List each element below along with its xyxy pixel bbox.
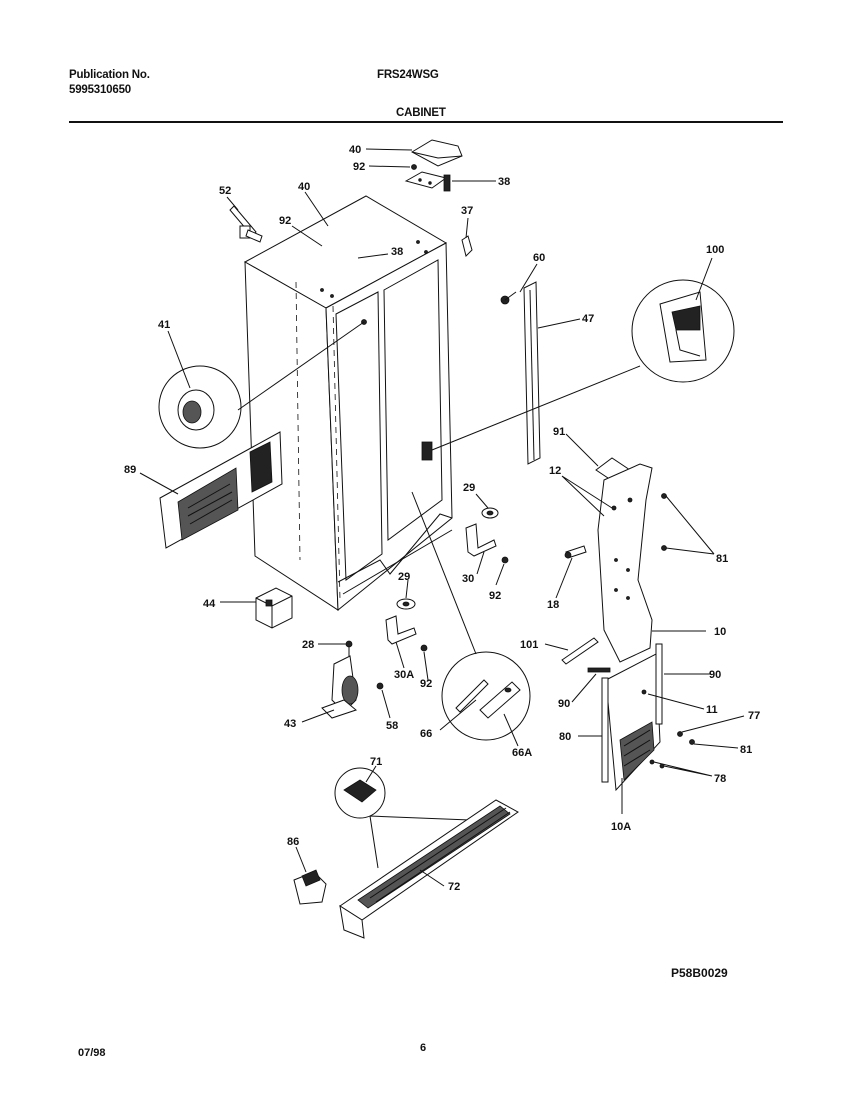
callout-91: 91 [553,426,565,438]
callout-90-left: 90 [558,698,570,710]
callout-12: 12 [549,465,561,477]
detail-circle-71 [334,767,471,869]
part-81-screw-lower [689,739,695,745]
callout-10: 10 [714,626,726,638]
part-29-washer-upper [481,507,499,519]
callout-66: 66 [420,728,432,740]
part-92-screw-right [501,556,509,564]
callout-29-upper: 29 [463,482,475,494]
part-52-screw [229,205,263,243]
callout-47: 47 [582,313,594,325]
part-47-rail [523,281,541,465]
part-101-rod [561,637,599,665]
publication-date: 07/98 [78,1047,106,1059]
part-80-strip-right [655,643,663,725]
part-80-strip-left [601,677,609,783]
part-60-screw [500,291,517,305]
callout-44: 44 [203,598,216,610]
part-30-hinge [465,523,497,557]
callout-72: 72 [448,881,460,893]
detail-circle-41 [158,321,365,449]
callout-40-upper: 40 [349,144,361,156]
publication-number: 5995310650 [69,84,131,96]
part-81-screws-upper [661,493,667,551]
detail-circle-66 [411,491,531,741]
callout-89: 89 [124,464,136,476]
part-72-grille [339,799,519,939]
callout-66a: 66A [512,747,532,759]
detail-circle-100 [431,279,735,451]
part-89-panel [159,431,283,549]
section-title: CABINET [396,107,446,119]
leader-lines [139,148,745,887]
part-77-screw [677,731,683,737]
callout-86: 86 [287,836,299,848]
part-86-bracket [293,869,327,905]
callout-30: 30 [462,573,474,585]
part-43-hinge-assembly [321,655,359,719]
callout-43: 43 [284,718,296,730]
top-hinge-screw-upper [411,164,417,170]
callout-38-lower: 38 [391,246,403,258]
top-hinge-cover-upper [410,139,463,167]
part-10a-panel [605,653,661,792]
callout-78: 78 [714,773,726,785]
callout-81-lower: 81 [740,744,752,756]
callout-38-upper: 38 [498,176,510,188]
model-number: FRS24WSG [377,69,439,81]
callout-71: 71 [370,756,382,768]
top-hinge-upper [404,171,451,192]
callout-101: 101 [520,639,538,651]
part-44-block [255,587,293,629]
callout-40-lower: 40 [298,181,310,193]
part-92-screw-lower [420,644,428,652]
part-28-screw [345,640,353,656]
callout-90-right: 90 [709,669,721,681]
callout-28: 28 [302,639,314,651]
callout-11: 11 [706,704,718,716]
part-29-washer-lower [396,598,416,610]
callout-58: 58 [386,720,398,732]
callout-92-right: 92 [489,590,501,602]
callout-30a: 30A [394,669,414,681]
cabinet [243,195,453,612]
callout-100: 100 [706,244,724,256]
callout-92-lower-right: 92 [420,678,432,690]
part-37-clip [461,235,473,257]
part-90-strip-left [587,667,611,673]
publication-label: Publication No. [69,69,150,81]
part-18-screw [564,545,587,559]
header-rule [69,121,783,123]
callout-80: 80 [559,731,571,743]
callout-labels: 40 92 38 52 40 92 38 37 60 47 100 41 89 … [124,144,760,893]
callout-77: 77 [748,710,760,722]
diagram-code: P58B0029 [671,966,728,980]
callout-81-upper: 81 [716,553,728,565]
callout-10a: 10A [611,821,631,833]
callout-60: 60 [533,252,545,264]
callout-92-lower: 92 [279,215,291,227]
part-30a-hinge [385,615,417,645]
callout-18: 18 [547,599,559,611]
callout-52: 52 [219,185,231,197]
part-58-screw [376,682,384,690]
callout-37: 37 [461,205,473,217]
callout-92-upper: 92 [353,161,365,173]
part-10-mounting-plate [597,463,653,663]
callout-29-lower: 29 [398,571,410,583]
callout-41: 41 [158,319,170,331]
page-number: 6 [420,1042,427,1054]
